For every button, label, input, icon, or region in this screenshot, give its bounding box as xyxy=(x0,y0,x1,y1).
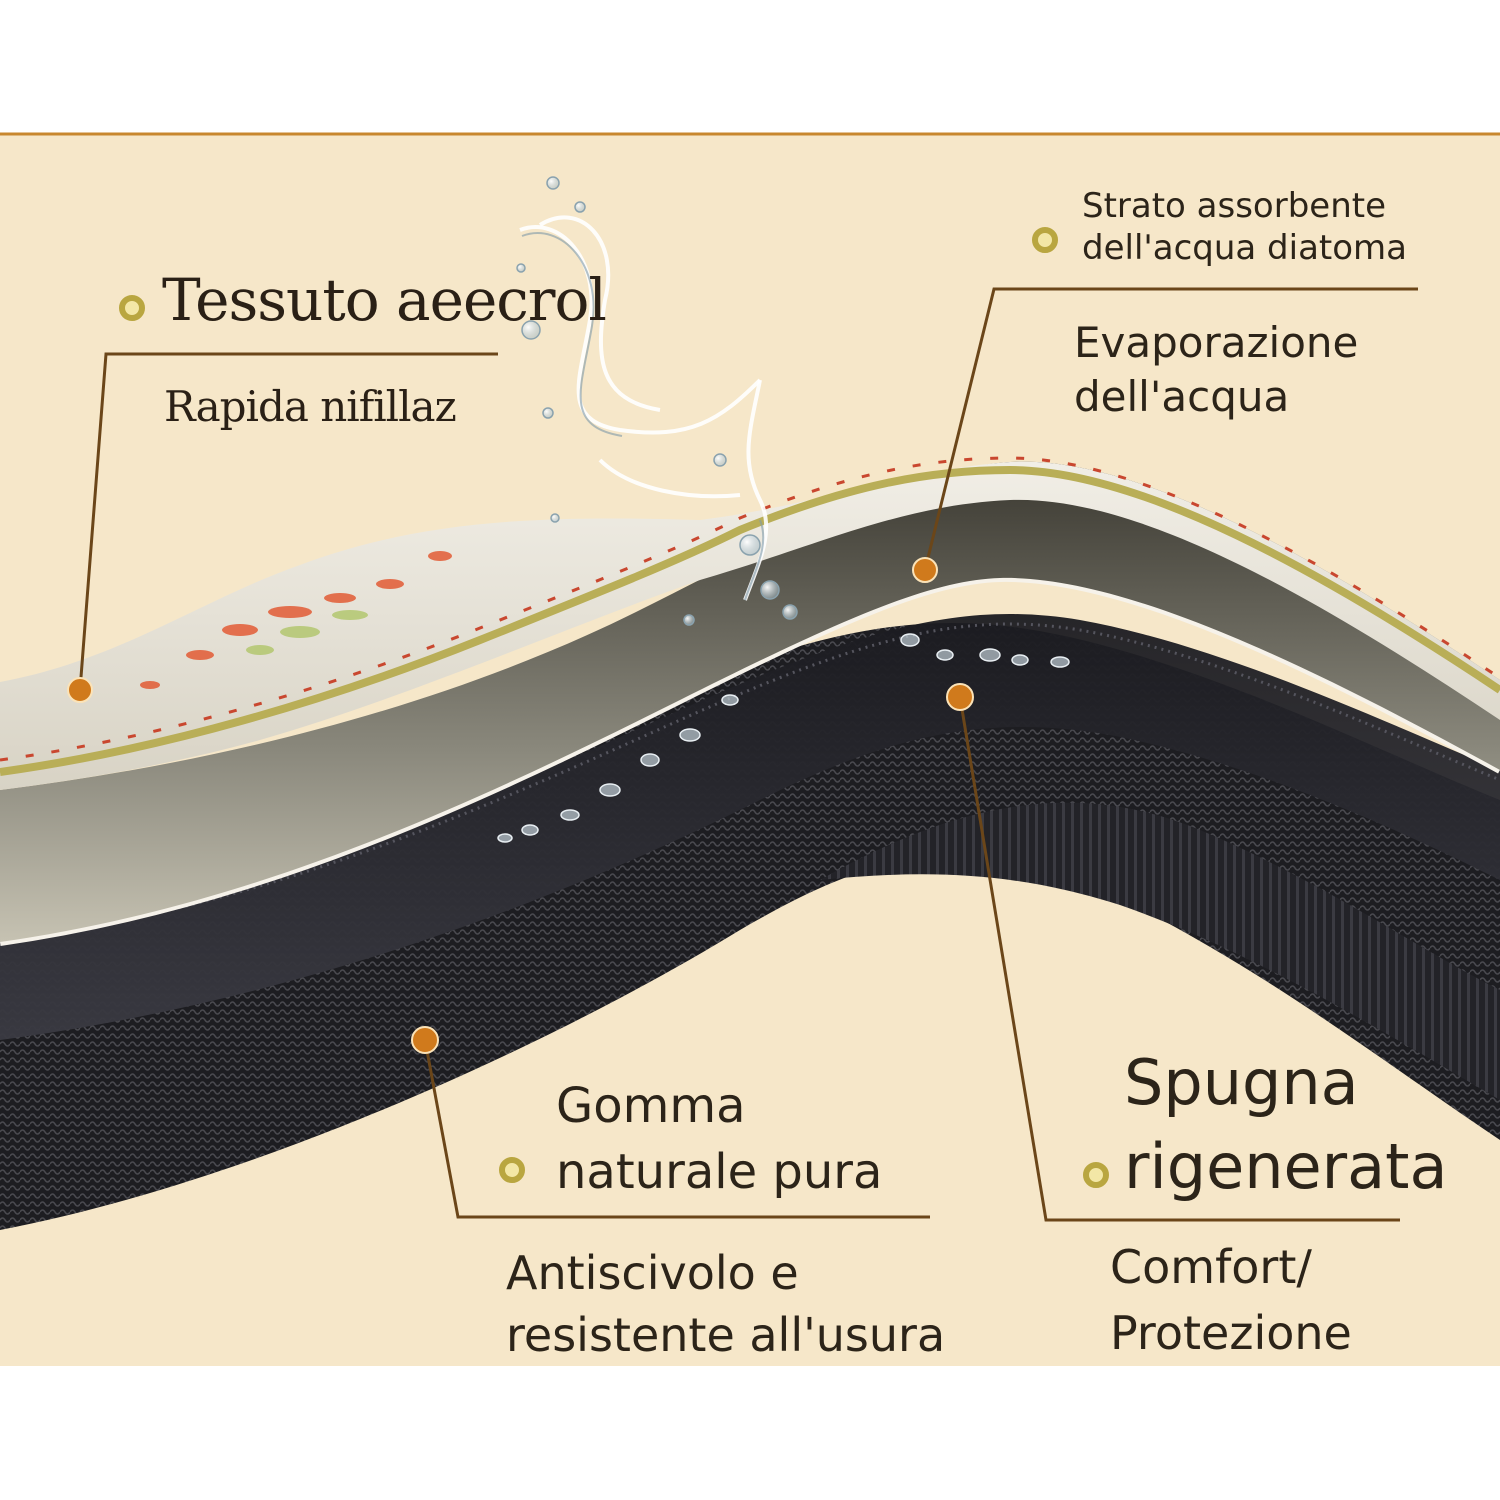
label-fabric-title: Tessuto aeecrol xyxy=(162,266,607,334)
fabric-top-layer xyxy=(0,461,1500,790)
label-sponge-subtitle-1: Comfort/ xyxy=(1110,1240,1312,1294)
fabric-green-pattern xyxy=(246,610,368,655)
marker-fabric xyxy=(67,677,93,703)
label-rubber-title-2: naturale pura xyxy=(556,1144,883,1200)
bullet-markers xyxy=(119,227,1109,1188)
rubber-base-layer xyxy=(0,622,1500,1230)
label-fabric-subtitle: Rapida nifillaz xyxy=(164,382,457,431)
water-droplets-dark xyxy=(497,633,1070,843)
bullet-fabric xyxy=(119,295,145,321)
filled-markers xyxy=(67,557,974,1054)
label-sponge-title-1: Spugna xyxy=(1124,1046,1359,1119)
leader-sponge xyxy=(958,696,1400,1222)
label-diatom-title-2: dell'acqua diatoma xyxy=(1082,228,1407,268)
marker-diatom xyxy=(912,557,938,583)
leader-rubber xyxy=(423,1039,930,1219)
label-rubber-subtitle-1: Antiscivolo e xyxy=(506,1246,799,1300)
label-diatom-subtitle-1: Evaporazione xyxy=(1074,318,1359,367)
marker-sponge xyxy=(946,683,974,711)
fabric-stripe-2 xyxy=(0,456,1500,762)
sponge-layer xyxy=(0,614,1500,1040)
label-sponge-title-2: rigenerata xyxy=(1124,1130,1448,1203)
label-diatom-title-1: Strato assorbente xyxy=(1082,186,1387,226)
leader-fabric xyxy=(78,352,498,691)
fabric-stripe-1 xyxy=(0,465,1500,776)
water-droplet-icon xyxy=(516,176,798,626)
marker-rubber xyxy=(411,1026,439,1054)
label-diatom-subtitle-2: dell'acqua xyxy=(1074,372,1290,421)
water-splash-shadow xyxy=(521,232,765,601)
fabric-red-pattern xyxy=(140,551,452,689)
bullet-sponge xyxy=(1083,1162,1109,1188)
leader-lines xyxy=(78,287,1418,1222)
leader-diatom xyxy=(923,287,1418,571)
label-sponge-subtitle-2: Protezione xyxy=(1110,1306,1352,1360)
bullet-rubber xyxy=(499,1157,525,1183)
label-rubber-subtitle-2: resistente all'usura xyxy=(506,1308,946,1362)
diatom-layer xyxy=(0,461,1500,942)
bullet-diatom xyxy=(1032,227,1058,253)
label-rubber-title-1: Gomma xyxy=(556,1078,746,1134)
